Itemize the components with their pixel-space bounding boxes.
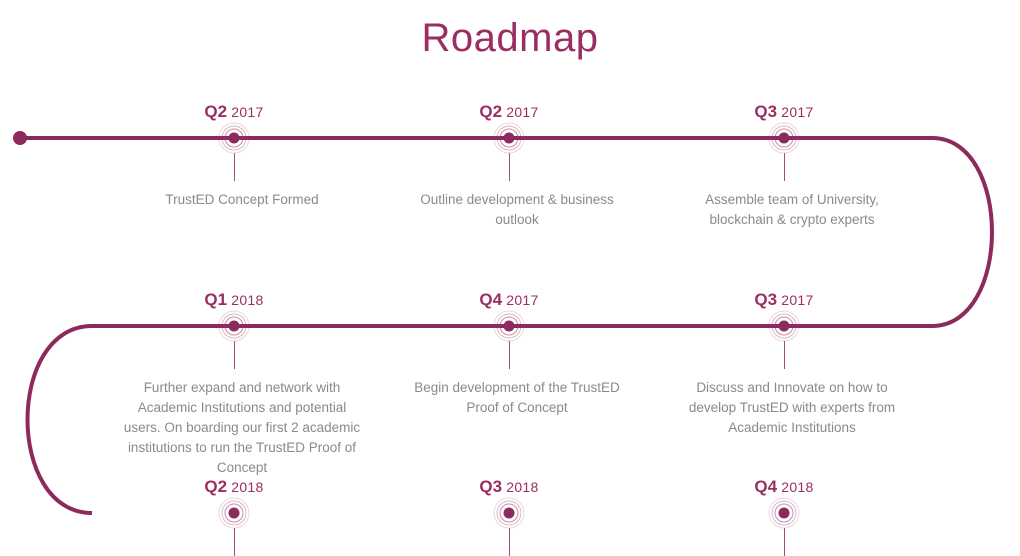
milestone-date: Q1 2018 <box>104 291 364 308</box>
milestone-quarter: Q2 <box>204 477 228 496</box>
dot-ring-inner <box>774 316 794 336</box>
milestone-tick <box>509 153 510 181</box>
milestone-date: Q2 2017 <box>104 103 364 120</box>
milestone-year: 2017 <box>506 292 539 308</box>
milestone-year: 2017 <box>781 292 814 308</box>
dot-ring-inner <box>224 128 244 148</box>
milestone-year: 2017 <box>781 104 814 120</box>
milestone-description: TrustED Concept Formed <box>165 192 319 207</box>
milestone-description: Outline development & business outlook <box>420 192 614 227</box>
milestone-quarter: Q3 <box>754 290 778 309</box>
dot-core <box>503 132 515 144</box>
milestone-date: Q4 2018 <box>654 478 914 495</box>
milestone-date: Q2 2017 <box>379 103 639 120</box>
milestone-dot-icon[interactable] <box>768 122 800 154</box>
dot-ring-mid <box>771 313 797 339</box>
roadmap-diagram: Roadmap Q2 2017 <box>13 16 994 556</box>
milestone-quarter: Q3 <box>479 477 503 496</box>
dot-ring-inner <box>499 316 519 336</box>
milestone-date: Q3 2017 <box>654 291 914 308</box>
milestone-dot-icon[interactable] <box>218 497 250 529</box>
milestone-description: Discuss and Innovate on how to develop T… <box>688 380 896 435</box>
milestone-description: Assemble team of University, blockchain … <box>705 192 879 227</box>
dot-core <box>228 320 240 332</box>
milestone-dot-icon[interactable] <box>493 310 525 342</box>
dot-ring-inner <box>224 316 244 336</box>
dot-ring-mid <box>496 125 522 151</box>
milestone-quarter: Q1 <box>204 290 228 309</box>
milestone-year: 2018 <box>781 479 814 495</box>
dot-core <box>778 132 790 144</box>
milestone-description: Begin development of the TrustED Proof o… <box>414 380 620 415</box>
milestone-tick <box>509 341 510 369</box>
dot-core <box>778 507 790 519</box>
milestone-quarter: Q2 <box>204 102 228 121</box>
dot-core <box>503 507 515 519</box>
milestone-year: 2018 <box>231 479 264 495</box>
dot-ring-inner <box>499 128 519 148</box>
dot-ring-mid <box>771 125 797 151</box>
dot-core <box>228 132 240 144</box>
milestone-layer: Q2 2017 TrustED Concept Formed Q2 2017 <box>104 103 914 556</box>
milestone-date: Q2 2018 <box>104 478 364 495</box>
milestone-year: 2017 <box>506 104 539 120</box>
page-title: Roadmap <box>421 16 599 60</box>
milestone-year: 2018 <box>506 479 539 495</box>
milestone-dot-icon[interactable] <box>493 122 525 154</box>
milestone-tick <box>784 528 785 556</box>
milestone-dot-icon[interactable] <box>493 497 525 529</box>
milestone-dot-icon[interactable] <box>768 310 800 342</box>
dot-ring-mid <box>221 313 247 339</box>
dot-core <box>503 320 515 332</box>
dot-core <box>778 320 790 332</box>
milestone-date: Q3 2017 <box>654 103 914 120</box>
milestone-tick <box>784 341 785 369</box>
dot-ring-mid <box>221 125 247 151</box>
dot-ring-mid <box>496 313 522 339</box>
milestone-tick <box>234 341 235 369</box>
milestone-year: 2018 <box>231 292 264 308</box>
milestone-quarter: Q4 <box>754 477 778 496</box>
milestone-quarter: Q3 <box>754 102 778 121</box>
milestone-date: Q4 2017 <box>379 291 639 308</box>
milestone-description: Further expand and network with Academic… <box>123 380 361 475</box>
milestone-quarter: Q4 <box>479 290 503 309</box>
milestone-dot-icon[interactable] <box>218 310 250 342</box>
milestone-tick <box>509 528 510 556</box>
milestone-tick <box>234 528 235 556</box>
milestone-dot-icon[interactable] <box>768 497 800 529</box>
milestone-tick <box>784 153 785 181</box>
dot-core <box>228 507 240 519</box>
milestone-dot-icon[interactable] <box>218 122 250 154</box>
milestone-tick <box>234 153 235 181</box>
milestone-date: Q3 2018 <box>379 478 639 495</box>
dot-ring-inner <box>774 128 794 148</box>
milestone-year: 2017 <box>231 104 264 120</box>
milestone-quarter: Q2 <box>479 102 503 121</box>
